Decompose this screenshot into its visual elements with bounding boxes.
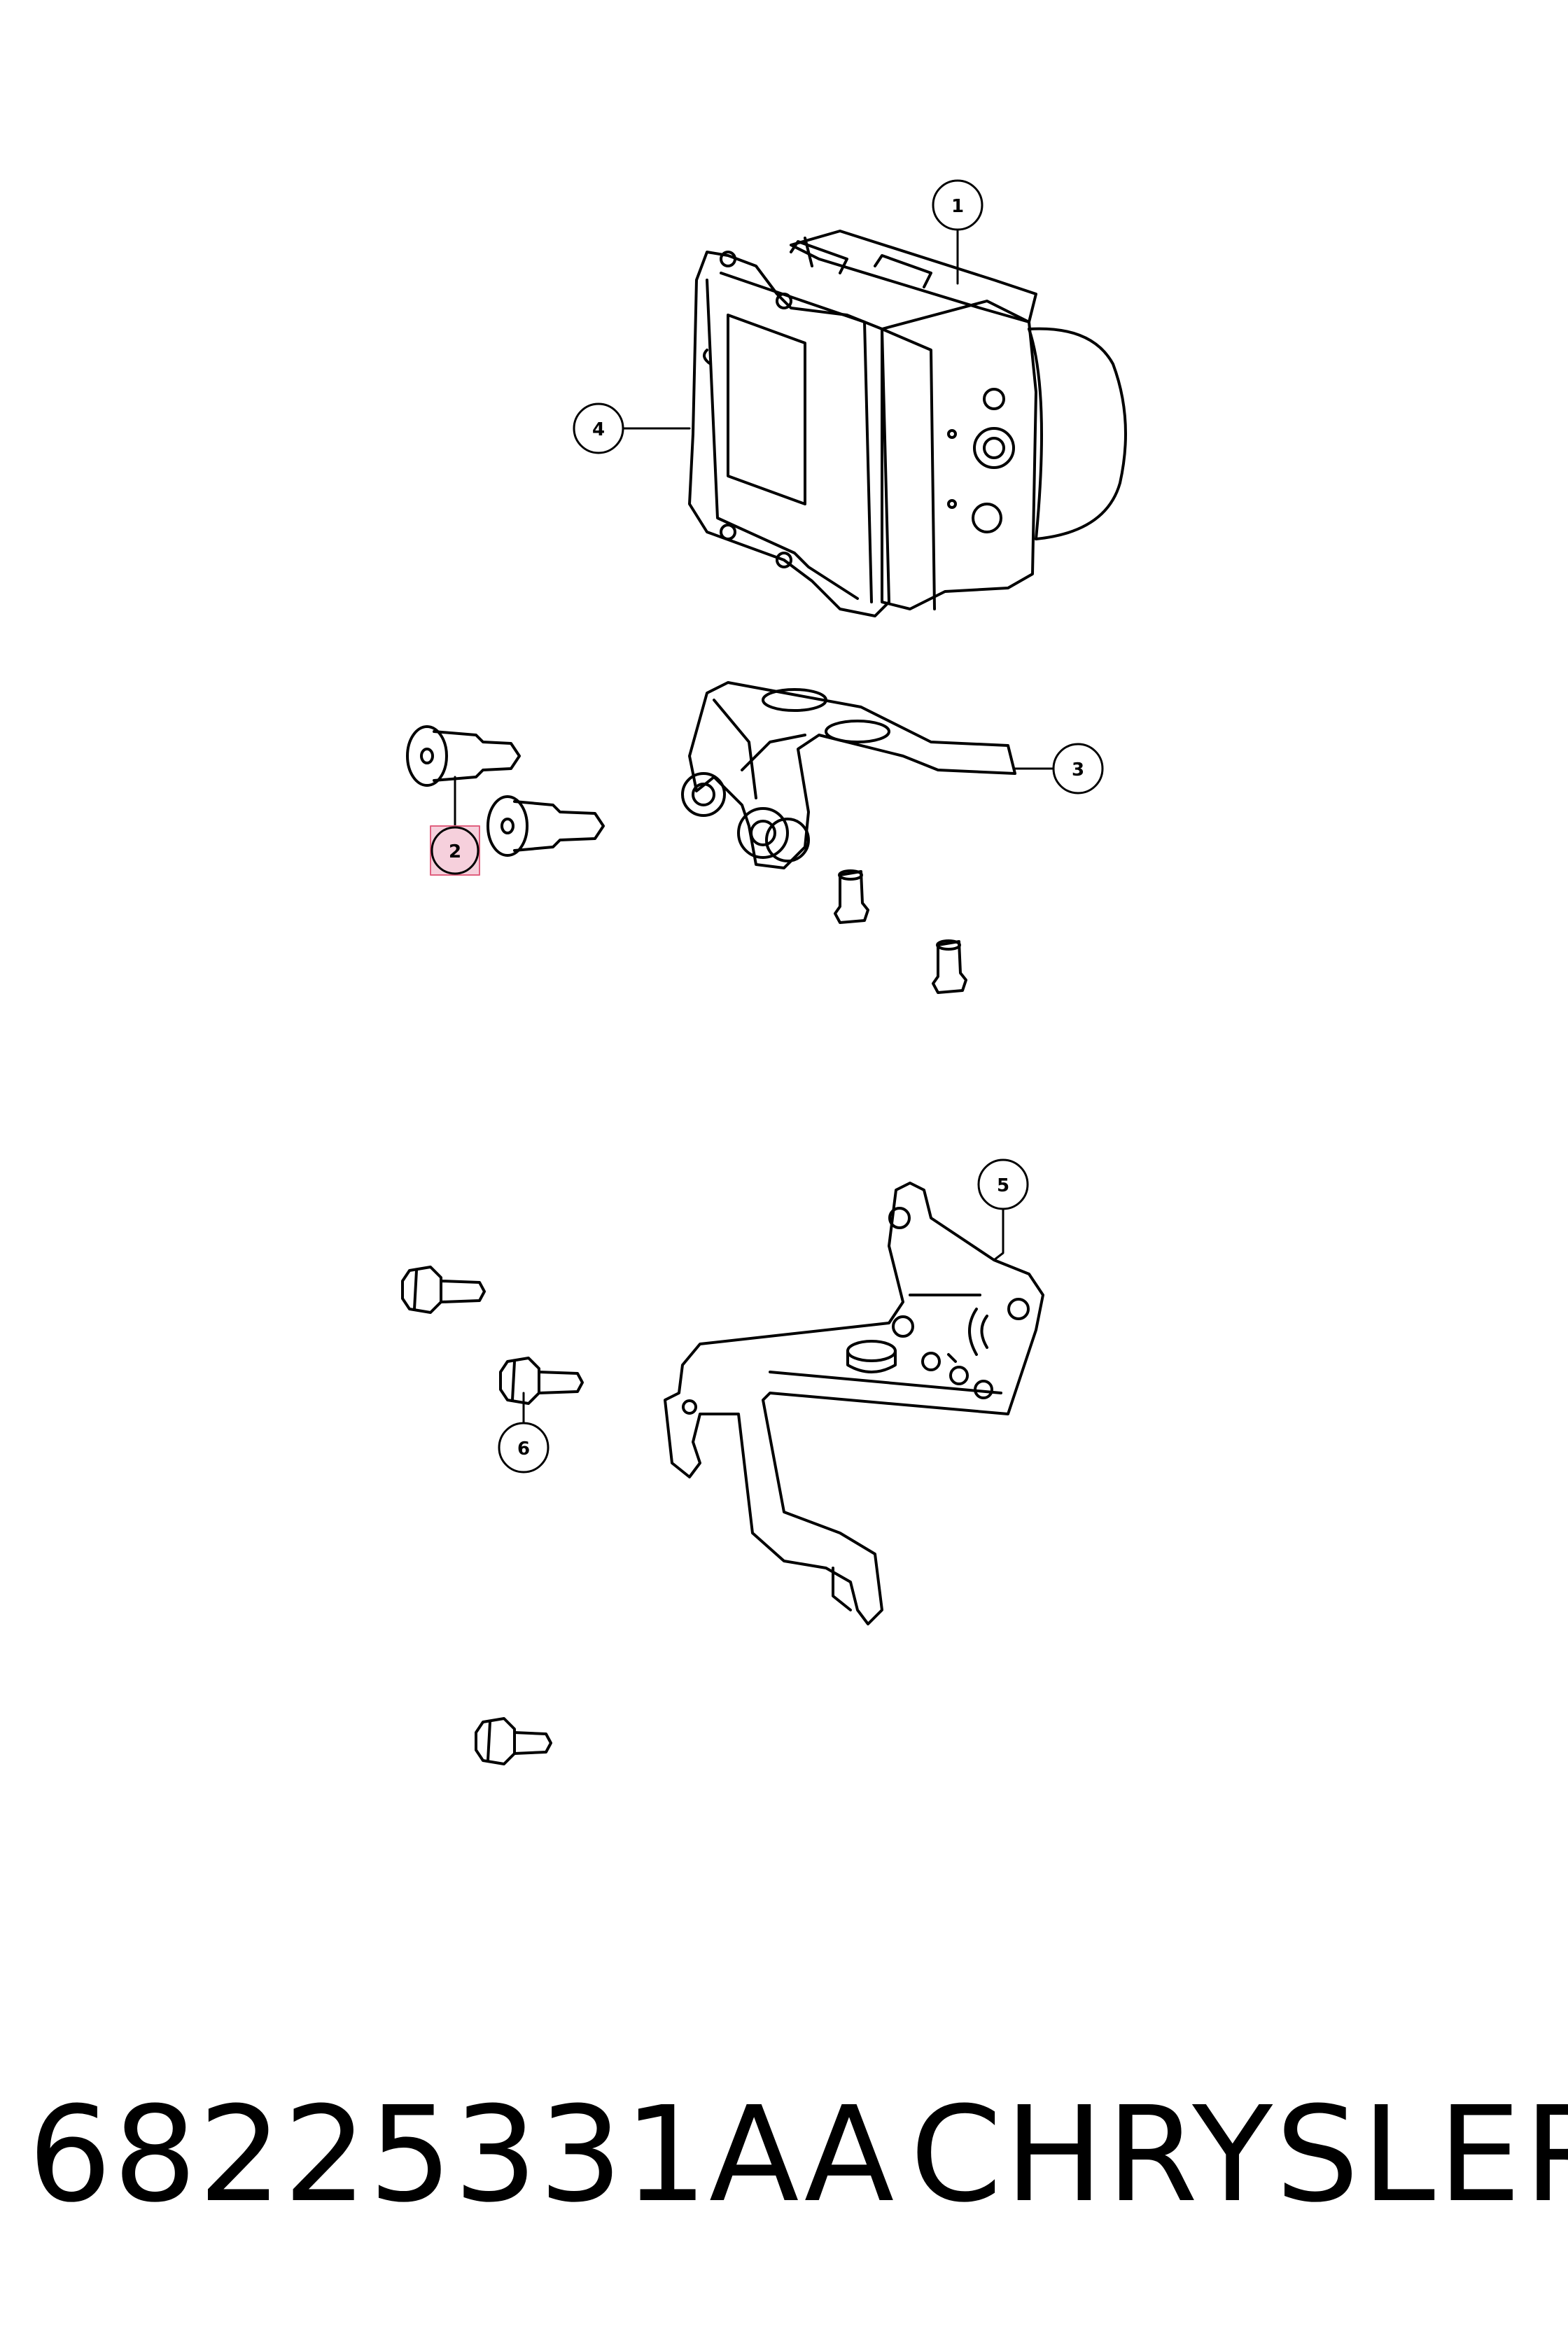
lower-bracket xyxy=(664,1182,1044,1625)
callout-2[interactable]: 2 xyxy=(430,825,480,876)
callout-1[interactable]: 1 xyxy=(932,179,983,231)
manufacturer-name: CHRYSLER xyxy=(910,2078,1568,2232)
abs-control-module xyxy=(688,230,1127,617)
stud-bolt xyxy=(406,725,521,787)
callout-label: 2 xyxy=(449,841,461,862)
part-number: 68225331AA xyxy=(28,2078,896,2232)
callout-6[interactable]: 6 xyxy=(498,1422,550,1474)
callout-label: 3 xyxy=(1072,760,1084,780)
callout-label: 4 xyxy=(592,419,605,440)
hex-bolt xyxy=(475,1717,552,1765)
hex-bolt xyxy=(401,1266,486,1314)
stud-bolt xyxy=(486,795,605,857)
bracket-bolt xyxy=(834,869,869,924)
upper-bracket xyxy=(681,681,1016,869)
leader-lines xyxy=(454,230,1055,1433)
callout-label: 6 xyxy=(517,1438,530,1460)
callout-4[interactable]: 4 xyxy=(573,402,624,454)
callout-label: 1 xyxy=(951,196,964,217)
bracket-bolt xyxy=(932,939,967,994)
hex-bolt xyxy=(499,1357,584,1405)
callout-5[interactable]: 5 xyxy=(977,1158,1029,1210)
callout-3[interactable]: 3 xyxy=(1052,743,1104,794)
callout-label: 5 xyxy=(997,1175,1009,1196)
